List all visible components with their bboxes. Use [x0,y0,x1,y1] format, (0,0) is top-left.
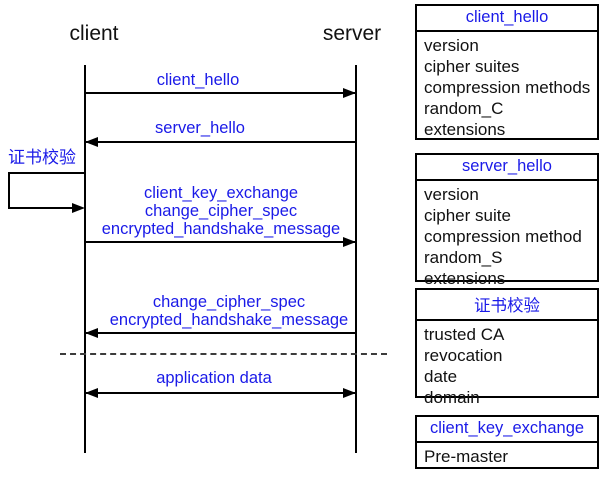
phase-separator-dashed-line [60,353,387,355]
message-label-line: client_key_exchange [143,184,299,202]
panel-item: Pre-master [424,447,509,466]
panel-cert-verify: 证书校验 trusted CA revocation date domain [415,288,599,407]
arrowhead-left-icon [85,388,98,398]
arrowhead-right-icon [72,203,85,213]
panel-title: client_hello [417,6,597,32]
message-label-application-data: application data [156,369,272,387]
cert-verify-loop-left [8,172,10,209]
panel-server-hello: server_hello version cipher suite compre… [415,153,599,288]
arrowhead-right-icon [343,88,356,98]
panel-item: version [424,36,479,55]
message-arrow-server-hello [85,141,356,143]
arrowhead-right-icon [343,237,356,247]
panel-title: server_hello [417,155,597,181]
panel-item: date [424,367,458,386]
panel-item: version [424,185,479,204]
message-arrow-server-finish [85,332,356,334]
panel-client-hello: client_hello version cipher suites compr… [415,4,599,140]
client-lifeline [84,65,86,453]
panel-item: cipher suite [424,206,511,225]
panel-item: domain [424,388,480,407]
panel-item: revocation [424,346,503,365]
arrowhead-left-icon [85,137,98,147]
panel-item: trusted CA [424,325,505,344]
arrowhead-left-icon [85,328,98,338]
panel-title: 证书校验 [417,290,597,321]
message-label-line: change_cipher_spec [152,293,306,311]
message-label-server-finish: change_cipher_spec encrypted_handshake_m… [104,293,354,329]
actor-label-server: server [322,22,382,45]
actor-label-client: client [69,22,119,45]
panel-item: compression methods [424,78,591,97]
panel-body: version cipher suites compression method… [417,32,597,142]
panel-item: random_C [424,99,504,118]
server-lifeline [355,65,357,453]
panel-item: extensions [424,120,506,139]
message-label-line: encrypted_handshake_message [101,220,341,238]
panel-item: extensions [424,269,506,288]
cert-verify-loop-top [8,172,86,174]
panel-body: trusted CA revocation date domain [417,321,597,410]
message-arrow-application-data [85,392,356,394]
panel-body: Pre-master [417,443,597,469]
message-label-line: encrypted_handshake_message [109,311,349,329]
panel-title: client_key_exchange [417,417,597,443]
message-label-client-hello: client_hello [156,71,240,89]
message-arrow-client-finish [85,241,356,243]
message-label-client-finish: client_key_exchange change_cipher_spec e… [96,184,346,238]
message-arrow-client-hello [85,92,356,94]
cert-verify-label: 证书校验 [8,148,76,167]
panel-body: version cipher suite compression method … [417,181,597,291]
panel-item: cipher suites [424,57,520,76]
arrowhead-right-icon [343,388,356,398]
panel-item: compression method [424,227,582,246]
panel-client-key-exchange: client_key_exchange Pre-master [415,415,599,469]
message-label-server-hello: server_hello [155,119,245,137]
cert-verify-loop-bottom [8,207,73,209]
panel-item: random_S [424,248,503,267]
message-label-line: change_cipher_spec [144,202,298,220]
